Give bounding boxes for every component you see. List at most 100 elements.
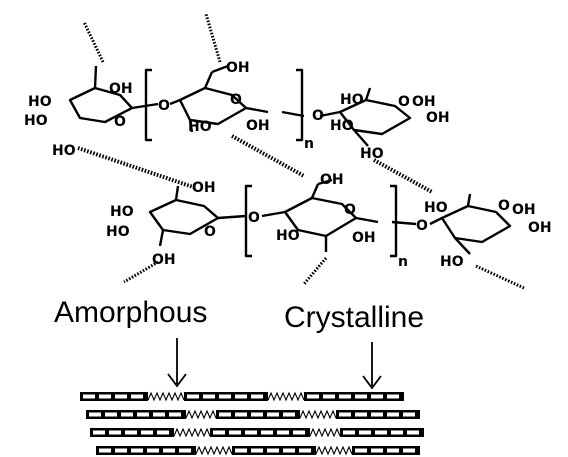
crystalline-unit	[131, 448, 143, 453]
crystalline-unit	[387, 412, 399, 417]
crystalline-unit	[99, 394, 111, 399]
crystalline-unit	[115, 394, 127, 399]
crystalline-block	[352, 446, 420, 455]
label-oh: OH	[226, 60, 250, 76]
label-ring-o: O	[230, 92, 242, 108]
crystalline-unit	[137, 412, 149, 417]
crystalline-unit	[251, 448, 263, 453]
crystalline-unit	[339, 412, 351, 417]
crystalline-block	[304, 392, 404, 401]
amorphous-zigzag	[299, 409, 337, 420]
crystalline-unit	[115, 448, 127, 453]
crystalline-unit	[153, 412, 165, 417]
crystalline-unit	[267, 448, 279, 453]
label-oh: OH	[426, 110, 450, 126]
crystalline-unit	[403, 448, 415, 453]
bracket-left	[244, 184, 252, 258]
crystalline-unit	[251, 412, 263, 417]
label-oh: OH	[246, 118, 270, 134]
crystalline-unit	[163, 448, 175, 453]
arrow-amorphous	[167, 338, 187, 388]
crystalline-unit	[375, 430, 387, 435]
crystalline-label: Crystalline	[284, 301, 424, 334]
crystalline-unit	[355, 394, 367, 399]
amorphous-zigzag	[195, 445, 233, 456]
crystalline-unit	[187, 394, 199, 399]
fibril-schematic	[80, 391, 424, 456]
label-oh: OH	[528, 220, 552, 236]
label-bridge-o: O	[312, 108, 324, 124]
label-ho: HO	[110, 204, 134, 220]
label-repeat-n: n	[304, 136, 314, 152]
crystalline-unit	[403, 412, 415, 417]
crystalline-unit	[251, 394, 263, 399]
crystalline-unit	[125, 430, 137, 435]
crystalline-unit	[89, 412, 101, 417]
label-oh: OH	[152, 252, 176, 268]
crystalline-unit	[339, 394, 351, 399]
crystalline-unit	[391, 430, 403, 435]
crystalline-unit	[131, 394, 143, 399]
crystalline-unit	[261, 430, 273, 435]
label-bridge-o: O	[416, 218, 428, 234]
label-ho: HO	[106, 224, 130, 240]
label-ring-o: O	[344, 202, 356, 218]
crystalline-unit	[387, 448, 399, 453]
label-bridge-o: O	[248, 210, 260, 226]
crystalline-unit	[219, 412, 231, 417]
crystalline-unit	[371, 394, 383, 399]
crystalline-unit	[141, 430, 153, 435]
amorphous-zigzag	[267, 391, 305, 402]
amorphous-zigzag	[315, 445, 353, 456]
crystalline-unit	[169, 412, 181, 417]
amorphous-label: Amorphous	[54, 296, 207, 329]
label-ho: HO	[188, 119, 212, 135]
crystalline-block	[86, 410, 186, 419]
amorphous-zigzag	[185, 409, 217, 420]
bottom-chain	[148, 178, 512, 258]
label-ring-o: O	[498, 198, 510, 214]
atom-labels: OH HO HO O HO O OH O HO OH n O HO O OH H…	[24, 60, 552, 270]
crystalline-unit	[235, 412, 247, 417]
crystalline-unit	[407, 430, 419, 435]
crystalline-unit	[219, 394, 231, 399]
label-ho: HO	[28, 94, 52, 110]
crystalline-block	[210, 428, 310, 437]
amorphous-zigzag	[309, 427, 341, 438]
crystalline-unit	[343, 430, 355, 435]
arrow-crystalline	[362, 342, 382, 390]
label-ho: HO	[340, 92, 364, 108]
crystalline-block	[96, 446, 196, 455]
crystalline-block	[80, 392, 148, 401]
crystalline-unit	[387, 394, 399, 399]
crystalline-unit	[213, 430, 225, 435]
crystalline-unit	[323, 394, 335, 399]
crystalline-unit	[267, 412, 279, 417]
crystalline-unit	[307, 394, 319, 399]
hatched-bonds	[77, 13, 525, 290]
label-repeat-n: n	[398, 254, 408, 270]
crystalline-unit	[359, 430, 371, 435]
crystalline-unit	[371, 448, 383, 453]
crystalline-unit	[93, 430, 105, 435]
label-oh: OH	[109, 81, 133, 97]
label-oh: OH	[352, 230, 376, 246]
crystalline-unit	[147, 448, 159, 453]
crystalline-unit	[371, 412, 383, 417]
label-ho: HO	[276, 228, 300, 244]
crystalline-unit	[283, 448, 295, 453]
bracket-right	[390, 184, 398, 258]
crystalline-unit	[105, 412, 117, 417]
crystalline-unit	[299, 448, 311, 453]
crystalline-unit	[355, 448, 367, 453]
crystalline-unit	[355, 412, 367, 417]
label-ring-o: O	[204, 224, 216, 240]
crystalline-unit	[277, 430, 289, 435]
label-ho: HO	[424, 200, 448, 216]
label-ring-o: O	[398, 94, 410, 110]
crystalline-unit	[157, 430, 169, 435]
crystalline-unit	[245, 430, 257, 435]
label-ho: HO	[440, 254, 464, 270]
crystalline-unit	[229, 430, 241, 435]
crystalline-unit	[109, 430, 121, 435]
